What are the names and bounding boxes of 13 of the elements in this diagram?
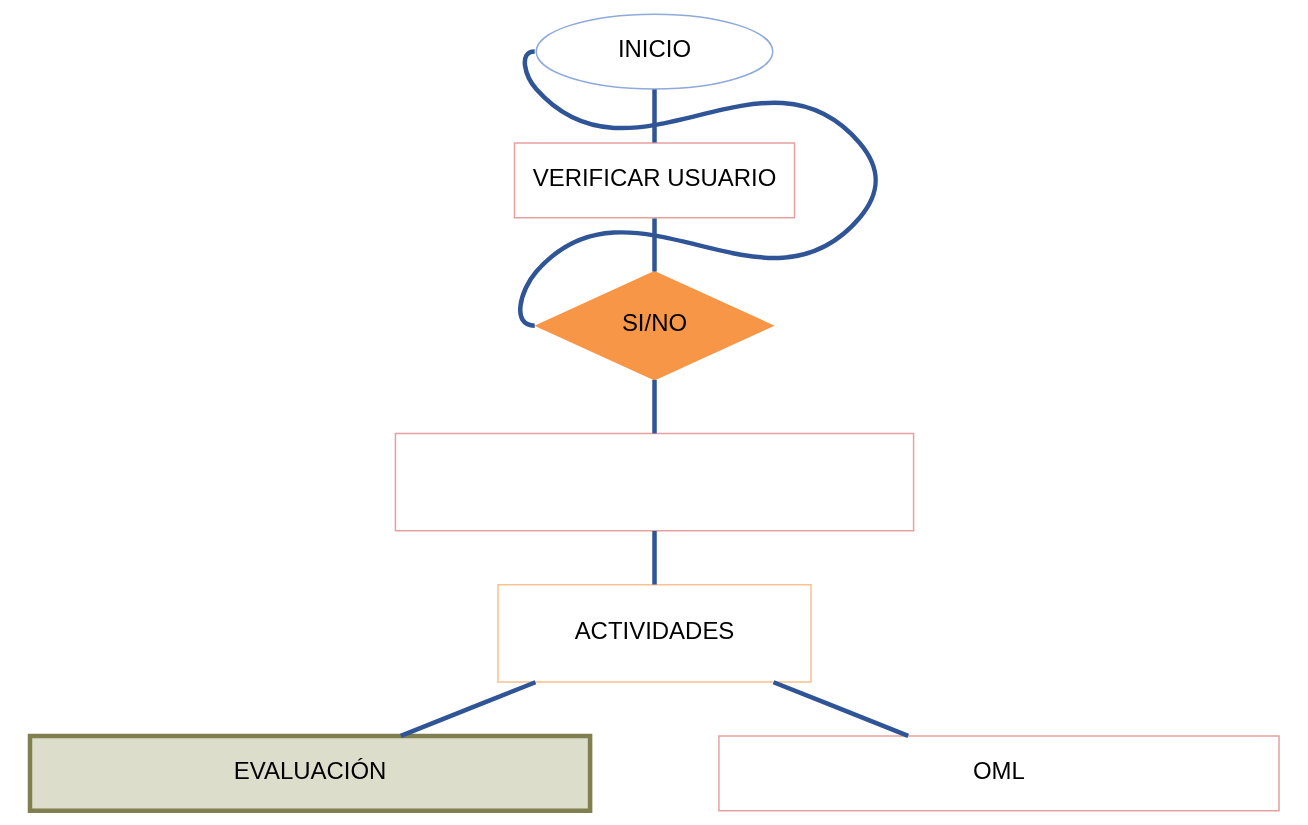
connector: [651, 89, 657, 143]
node-diamond: SI/NO: [533, 270, 775, 381]
connector: [651, 530, 657, 585]
node-box: EVALUACIÓN: [27, 733, 592, 814]
connector: [651, 379, 657, 434]
node-box: OML: [717, 735, 1280, 812]
connector: [651, 218, 657, 272]
node-box: ACTIVIDADES: [496, 584, 812, 683]
connector: [399, 680, 536, 738]
connector: [772, 680, 909, 738]
node-ellipse: INICIO: [534, 13, 774, 90]
node-box: VERIFICAR USUARIO: [513, 142, 795, 219]
node-box: [394, 432, 914, 532]
